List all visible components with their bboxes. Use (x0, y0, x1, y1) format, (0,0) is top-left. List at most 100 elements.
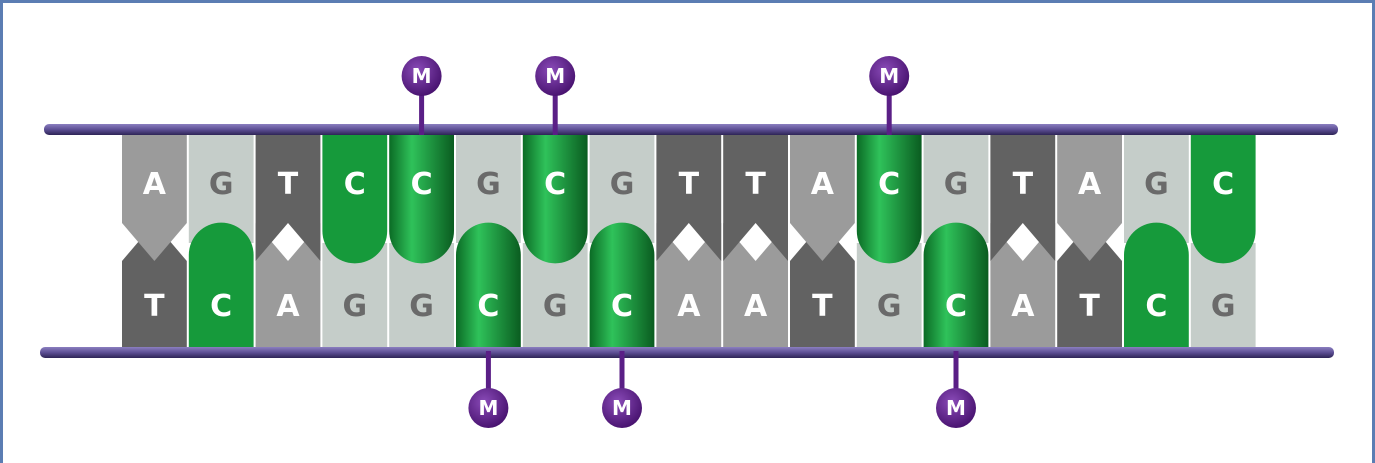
bottom-base-letter: G (409, 289, 434, 324)
bottom-base-letter: G (877, 289, 902, 324)
top-base-letter: T (1013, 167, 1034, 202)
methyl-circle (468, 388, 509, 428)
top-base-letter: C (1212, 167, 1234, 202)
bottom-base-G (856, 243, 922, 347)
base-pair: TA (990, 135, 1056, 347)
bottom-base-letter: C (945, 289, 967, 324)
top-base-T (255, 135, 321, 261)
bottom-base-T (1057, 223, 1122, 347)
bottom-base-letter: A (677, 289, 701, 324)
base-pair: CG (856, 135, 922, 347)
methyl-group-bottom: M (936, 351, 976, 428)
top-base-T (656, 135, 722, 261)
top-base-C-methylated (522, 135, 588, 264)
bottom-base-C-methylated (923, 222, 989, 347)
top-base-letter: G (209, 167, 234, 202)
bottom-base-letter: C (477, 289, 499, 324)
base-pair: GC (923, 135, 989, 347)
top-base-C (322, 135, 388, 264)
bottom-base-letter: A (1011, 289, 1035, 324)
bottom-base-letter: G (543, 289, 568, 324)
top-base-C-methylated (389, 135, 454, 264)
top-base-letter: G (944, 167, 969, 202)
methyl-circle (602, 388, 642, 428)
methyl-stalk (953, 351, 959, 392)
top-base-letter: G (476, 167, 501, 202)
methyl-label: M (946, 396, 966, 420)
bottom-base-letter: C (1145, 289, 1167, 324)
bottom-base-G (522, 243, 588, 347)
base-pair: AT (790, 135, 855, 347)
top-base-letter: G (610, 167, 635, 202)
base-pair: AT (1057, 135, 1122, 347)
top-base-letter: A (811, 167, 835, 202)
top-base-G (188, 135, 254, 243)
top-base-letter: G (1144, 167, 1169, 202)
base-pair: CG (322, 135, 388, 347)
top-base-letter: A (143, 167, 167, 202)
base-pair: CG (522, 135, 588, 347)
top-base-A (1057, 135, 1122, 261)
bottom-base-G (322, 243, 388, 347)
top-base-letter: A (1078, 167, 1102, 202)
bottom-base-C-methylated (589, 222, 655, 347)
bottom-base-A (255, 223, 321, 347)
methyl-label: M (879, 64, 899, 88)
bottom-base-C (188, 222, 254, 347)
methyl-group-top: M (401, 56, 442, 135)
bottom-base-letter: A (276, 289, 300, 324)
bottom-base-letter: A (744, 289, 768, 324)
top-backbone-strand (44, 124, 1338, 135)
methyl-group-top: M (535, 56, 576, 135)
methyl-circle (535, 56, 576, 96)
methyl-label: M (412, 64, 432, 88)
bottom-base-T (790, 223, 855, 347)
methyl-stalk (619, 351, 625, 392)
top-base-T (723, 135, 788, 261)
bottom-base-C (1124, 222, 1189, 347)
methyl-label: M (478, 396, 498, 420)
base-pair: TA (656, 135, 722, 347)
top-base-letter: C (344, 167, 366, 202)
top-base-G (589, 135, 655, 243)
top-base-A (122, 135, 187, 261)
methyl-stalk (485, 351, 491, 392)
base-pair: GC (1124, 135, 1189, 347)
top-base-letter: C (544, 167, 566, 202)
base-pair: AT (122, 135, 187, 347)
methyl-label: M (545, 64, 565, 88)
methyl-circle (401, 56, 442, 96)
methyl-group-bottom: M (602, 351, 642, 428)
base-pair: CG (389, 135, 454, 347)
top-base-letter: T (278, 167, 299, 202)
bottom-base-A (990, 223, 1056, 347)
bottom-base-T (122, 223, 187, 347)
bottom-base-letter: G (342, 289, 367, 324)
methyl-stalk (886, 92, 892, 135)
base-pair: CG (1190, 135, 1256, 347)
base-pair: GC (456, 135, 521, 347)
methyl-stalk (552, 92, 558, 135)
bottom-base-G (389, 243, 454, 347)
top-base-T (990, 135, 1056, 261)
base-pair: GC (589, 135, 655, 347)
top-base-letter: T (745, 167, 766, 202)
bottom-backbone-strand (40, 347, 1334, 358)
methyl-group-top: M (869, 56, 910, 135)
top-base-G (456, 135, 521, 243)
base-pair: GC (188, 135, 254, 347)
top-base-letter: C (878, 167, 900, 202)
methyl-label: M (612, 396, 632, 420)
methyl-circle (936, 388, 976, 428)
methyl-group-bottom: M (468, 351, 509, 428)
base-pair: TA (255, 135, 321, 347)
bottom-base-A (656, 223, 722, 347)
bottom-base-letter: T (812, 289, 833, 324)
bottom-base-letter: G (1211, 289, 1236, 324)
bottom-base-A (723, 223, 788, 347)
bottom-base-letter: C (210, 289, 232, 324)
bottom-base-G (1190, 243, 1256, 347)
base-pair: TA (723, 135, 788, 347)
top-base-letter: C (411, 167, 433, 202)
